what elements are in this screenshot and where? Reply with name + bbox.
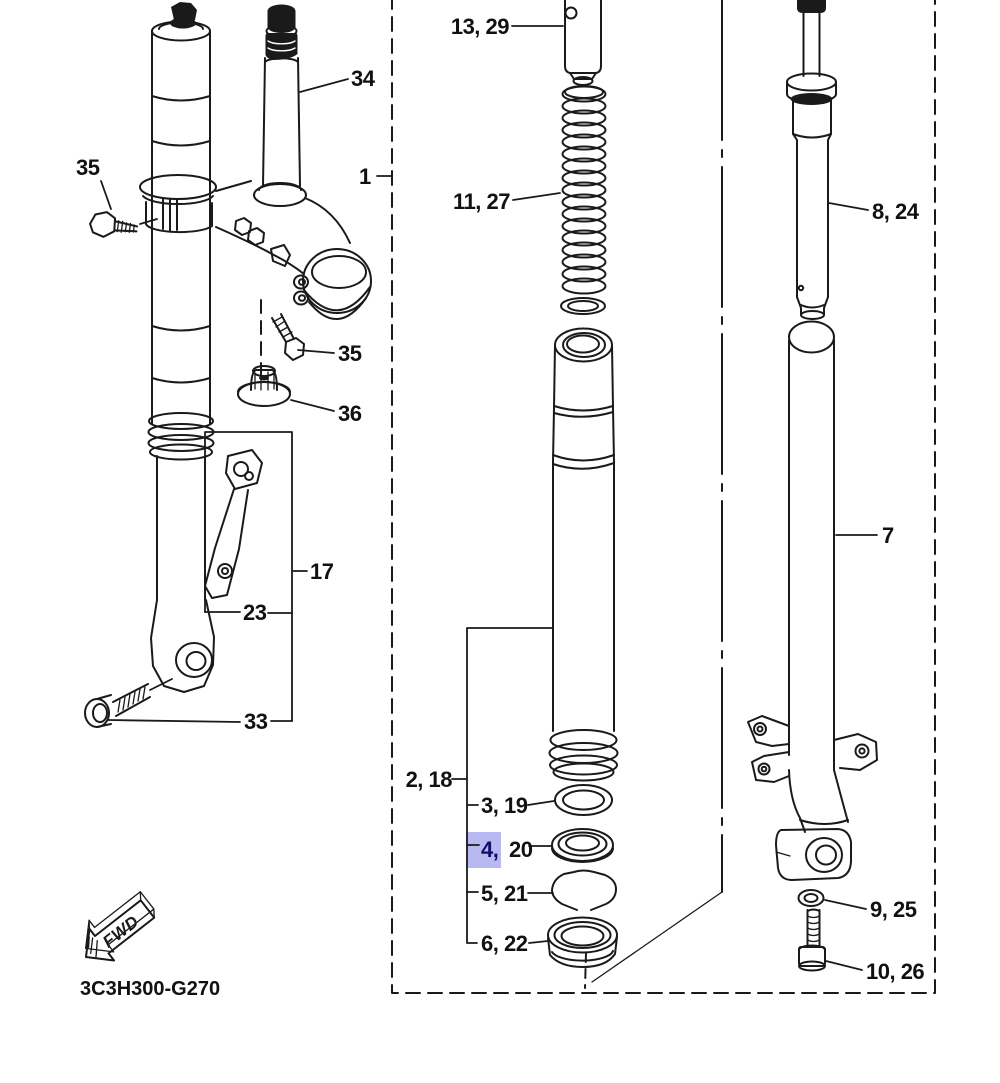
pinch-bolt-upper-pointer (139, 218, 158, 225)
outer-tube (747, 320, 878, 881)
part-label-17[interactable]: 17 (310, 559, 334, 584)
inner-tube (548, 327, 619, 782)
part-label-36[interactable]: 36 (338, 401, 362, 426)
damper-washer (797, 889, 825, 907)
selected-part-highlight (466, 832, 501, 868)
part-label-13-29[interactable]: 13, 29 (451, 14, 510, 39)
part-label-9-25[interactable]: 9, 25 (870, 897, 917, 922)
part-label-1[interactable]: 1 (359, 164, 372, 189)
pinch-bolt-lower (271, 313, 305, 361)
part-label-20[interactable]: 20 (509, 837, 533, 862)
bracket-bolt (84, 678, 173, 728)
damper-rod (786, 0, 837, 320)
part-label-11-27[interactable]: 11, 27 (453, 189, 511, 214)
under-bracket (139, 174, 372, 320)
part-label-3-19[interactable]: 3, 19 (481, 793, 528, 818)
diagram-code: 3C3H300-G270 (80, 978, 220, 1000)
dust-seal (547, 916, 618, 968)
seal-washer (554, 784, 613, 816)
part-label-33[interactable]: 33 (244, 709, 268, 734)
part-label-35-lower[interactable]: 35 (338, 341, 362, 366)
right-callouts (824, 202, 878, 971)
damper-bolt (798, 908, 826, 972)
oil-seal (551, 828, 614, 863)
part-label-4-highlighted[interactable]: 4, (481, 837, 499, 862)
seal-clip (551, 869, 617, 911)
part-label-10-26[interactable]: 10, 26 (866, 959, 925, 984)
fwd-arrow-label: FWD (99, 912, 142, 952)
exploded-inner-fork (547, 0, 619, 968)
part-label-2-18[interactable]: 2, 18 (406, 767, 453, 792)
part-label-8-24[interactable]: 8, 24 (872, 199, 920, 224)
part-label-6-22[interactable]: 6, 22 (481, 931, 528, 956)
cap-bolt (564, 0, 602, 86)
cap-nut (237, 365, 291, 407)
part-label-23[interactable]: 23 (243, 600, 267, 625)
steering-stem (262, 4, 301, 187)
left-fork-tube (147, 2, 215, 693)
part-label-5-21[interactable]: 5, 21 (481, 881, 528, 906)
pinch-bolt-upper (89, 211, 139, 238)
exploded-outer-fork (747, 0, 878, 972)
fwd-direction-arrow: FWD (84, 891, 156, 962)
middle-callouts (451, 25, 564, 944)
fork-spring (560, 85, 607, 315)
part-label-7[interactable]: 7 (882, 523, 895, 548)
part-label-34[interactable]: 34 (351, 66, 376, 91)
assembled-fork-illustration (84, 2, 372, 728)
center-line (584, 0, 723, 989)
detail-box-border (391, 0, 936, 994)
fender-bracket (204, 449, 263, 599)
left-callouts (100, 78, 392, 723)
part-label-35-upper[interactable]: 35 (76, 155, 100, 180)
